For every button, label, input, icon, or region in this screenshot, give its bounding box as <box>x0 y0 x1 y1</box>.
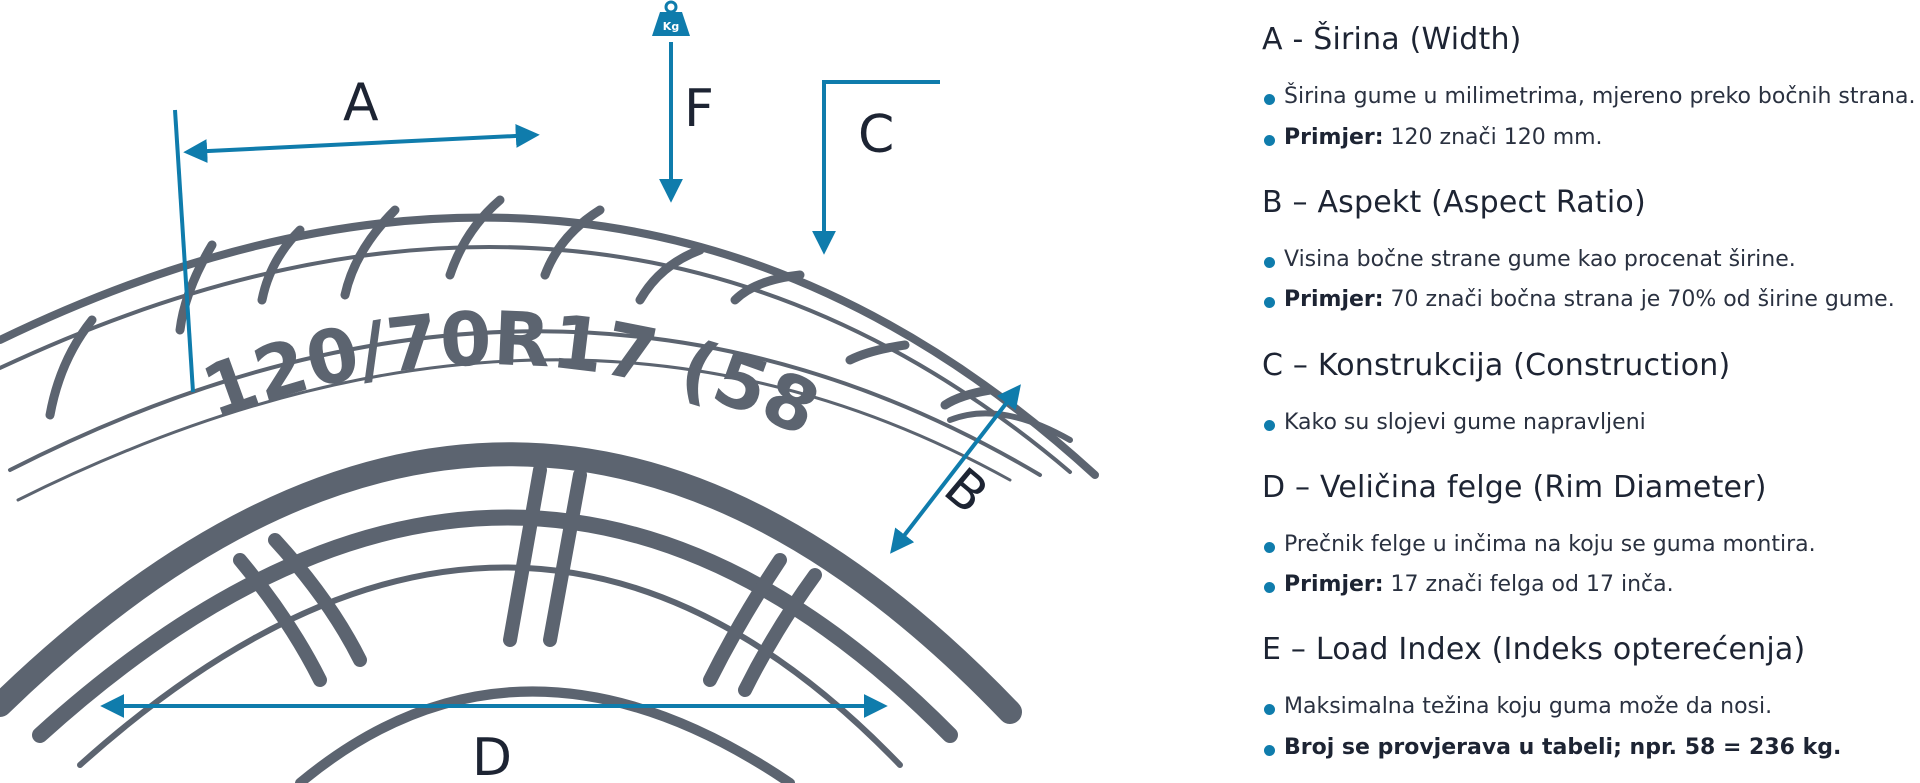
tire-diagram: 120/70R17 (58W) Kg A F C B D <box>0 0 1099 783</box>
section-b-item-1: Visina bočne strane gume kao procenat ši… <box>1262 247 1796 272</box>
label-f: F <box>684 79 714 139</box>
width-arrow <box>183 123 540 164</box>
aspect-arrow <box>890 384 1021 554</box>
section-c-title: C – Konstrukcija (Construction) <box>1262 348 1731 383</box>
section-e-item-2: Broj se provjerava u tabeli; npr. 58 = 2… <box>1262 735 1841 760</box>
section-e-item-1: Maksimalna težina koju guma može da nosi… <box>1262 694 1772 719</box>
tread-inner-edge <box>0 245 1072 474</box>
measurements <box>100 42 1021 718</box>
tire <box>0 195 1099 783</box>
width-reference-line <box>173 109 195 393</box>
section-a-item-2: Primjer: 120 znači 120 mm. <box>1262 125 1603 150</box>
section-e-title: E – Load Index (Indeks opterećenja) <box>1262 632 1806 667</box>
weight-icon-text: Kg <box>663 20 679 33</box>
label-a: A <box>343 73 379 133</box>
rim-inner <box>77 564 903 768</box>
section-d-title: D – Veličina felge (Rim Diameter) <box>1262 470 1767 505</box>
spoke-left <box>233 533 367 687</box>
legend: A - Širina (Width) Širina gume u milimet… <box>1262 0 1920 783</box>
hub-edge <box>295 686 795 783</box>
section-a-title: A - Širina (Width) <box>1262 22 1522 57</box>
section-c-item-1: Kako su slojevi gume napravljeni <box>1262 410 1646 435</box>
section-d-item-1: Prečnik felge u inčima na koju se guma m… <box>1262 532 1816 557</box>
sidewall-inner <box>16 358 1012 502</box>
spoke-right <box>703 553 822 697</box>
section-b-item-2: Primjer: 70 znači bočna strana je 70% od… <box>1262 287 1895 312</box>
spoke-center <box>503 463 587 647</box>
label-c: C <box>858 105 894 165</box>
section-a-item-1: Širina gume u milimetrima, mjereno preko… <box>1262 84 1915 109</box>
label-d: D <box>472 728 512 783</box>
weight-icon: Kg <box>652 0 690 36</box>
section-d-item-2: Primjer: 17 znači felga od 17 inča. <box>1262 572 1674 597</box>
construction-arrow <box>812 80 940 255</box>
section-b-title: B – Aspekt (Aspect Ratio) <box>1262 185 1646 220</box>
rim-outer <box>0 442 1022 724</box>
tire-size-text: 120/70R17 (58W) <box>0 0 831 453</box>
rim-mid <box>32 509 958 743</box>
